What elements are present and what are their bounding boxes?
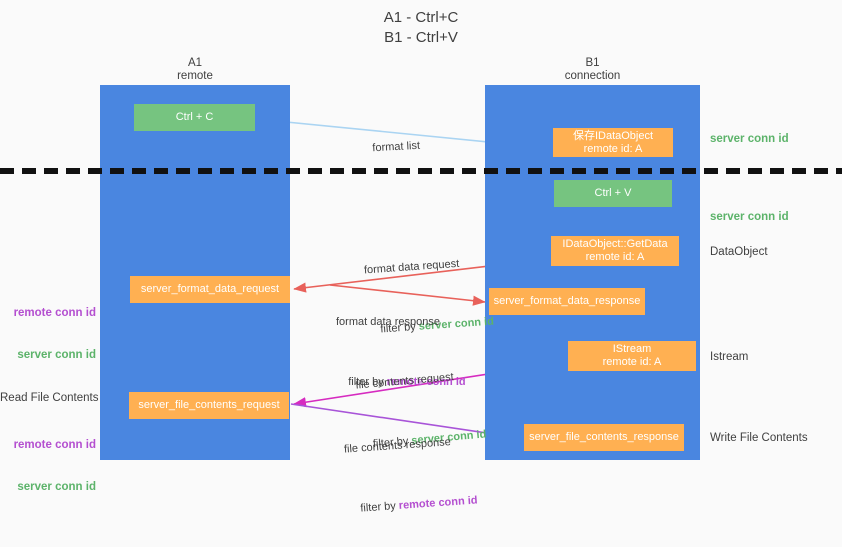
edge-label-file-contents-response-filter-prefix: filter by [360,499,400,515]
arrow-file-contents-response [290,403,521,442]
node-ctrl-v-label: Ctrl + V [594,187,632,199]
edge-label-format-data-request-text: format data request [363,257,460,277]
note-dataobject: DataObject [710,246,768,258]
edge-label-format-list: format list [370,109,421,171]
node-server-file-contents-response[interactable]: server_file_contents_response [524,424,684,451]
note-istream: Istream [710,351,749,363]
node-istream-line2: remote id: A [602,356,662,368]
edge-label-file-contents-response-text: file contents response [343,436,452,456]
swimlane-header-b1: B1 connection [564,57,621,82]
edge-label-file-contents-response: file contents response filter by remote … [341,404,480,547]
node-server-file-contents-response-label: server_file_contents_response [529,431,679,443]
note-server-conn-id-1: server conn id [17,349,96,361]
node-idataobject-getdata-line1: IDataObject::GetData [562,238,668,250]
arrow-format-data-response [329,284,486,306]
note-write-file-contents: Write File Contents [710,432,808,444]
note-conn-ids-format: remote conn id server conn id [0,278,96,376]
note-server-conn-id-2: server conn id [17,481,96,493]
node-save-idataobject[interactable]: 保存IDataObject remote id: A [553,128,673,157]
node-server-format-data-response-label: server_format_data_response [493,295,641,307]
edge-label-format-data-response-filter-prefix: filter by [348,376,387,388]
node-ctrl-v[interactable]: Ctrl + V [554,180,672,207]
node-save-idataobject-line1: 保存IDataObject [572,129,654,142]
node-idataobject-getdata-line2: remote id: A [585,251,645,263]
node-idataobject-getdata[interactable]: IDataObject::GetData remote id: A [551,236,679,266]
node-server-format-data-request-label: server_format_data_request [140,283,280,295]
node-ctrl-c[interactable]: Ctrl + C [134,104,255,131]
node-server-file-contents-request-label: server_file_contents_request [138,399,280,411]
note-server-conn-id-top: server conn id [710,133,789,145]
edge-label-format-list-text: format list [372,139,421,155]
node-server-file-contents-request[interactable]: server_file_contents_request [129,392,289,419]
edge-label-format-data-response-filter-key: remote conn id [386,376,466,388]
note-remote-conn-id-1: remote conn id [13,307,96,319]
note-conn-ids-file: remote conn id server conn id [0,410,96,508]
edge-label-file-contents-request-text: file contents request [355,371,455,392]
node-server-format-data-request[interactable]: server_format_data_request [130,276,290,303]
swimlane-header-a1: A1 remote [177,57,213,82]
phase-divider [0,168,842,174]
node-server-format-data-response[interactable]: server_format_data_response [489,288,645,315]
edge-label-file-contents-response-filter-key: remote conn id [398,494,478,512]
note-remote-conn-id-2: remote conn id [13,439,96,451]
note-server-conn-id-mid: server conn id [710,211,789,223]
page-title: A1 - Ctrl+C B1 - Ctrl+V [383,9,459,46]
note-read-file-contents: Read File Contents [0,392,99,404]
node-save-idataobject-line2: remote id: A [583,142,643,155]
edge-label-format-data-response: format data response filter by remote co… [336,285,466,420]
node-istream[interactable]: IStream remote id: A [568,341,696,371]
node-ctrl-c-label: Ctrl + C [175,111,214,123]
node-istream-line1: IStream [612,343,652,355]
edge-label-format-data-response-text: format data response [336,316,440,328]
